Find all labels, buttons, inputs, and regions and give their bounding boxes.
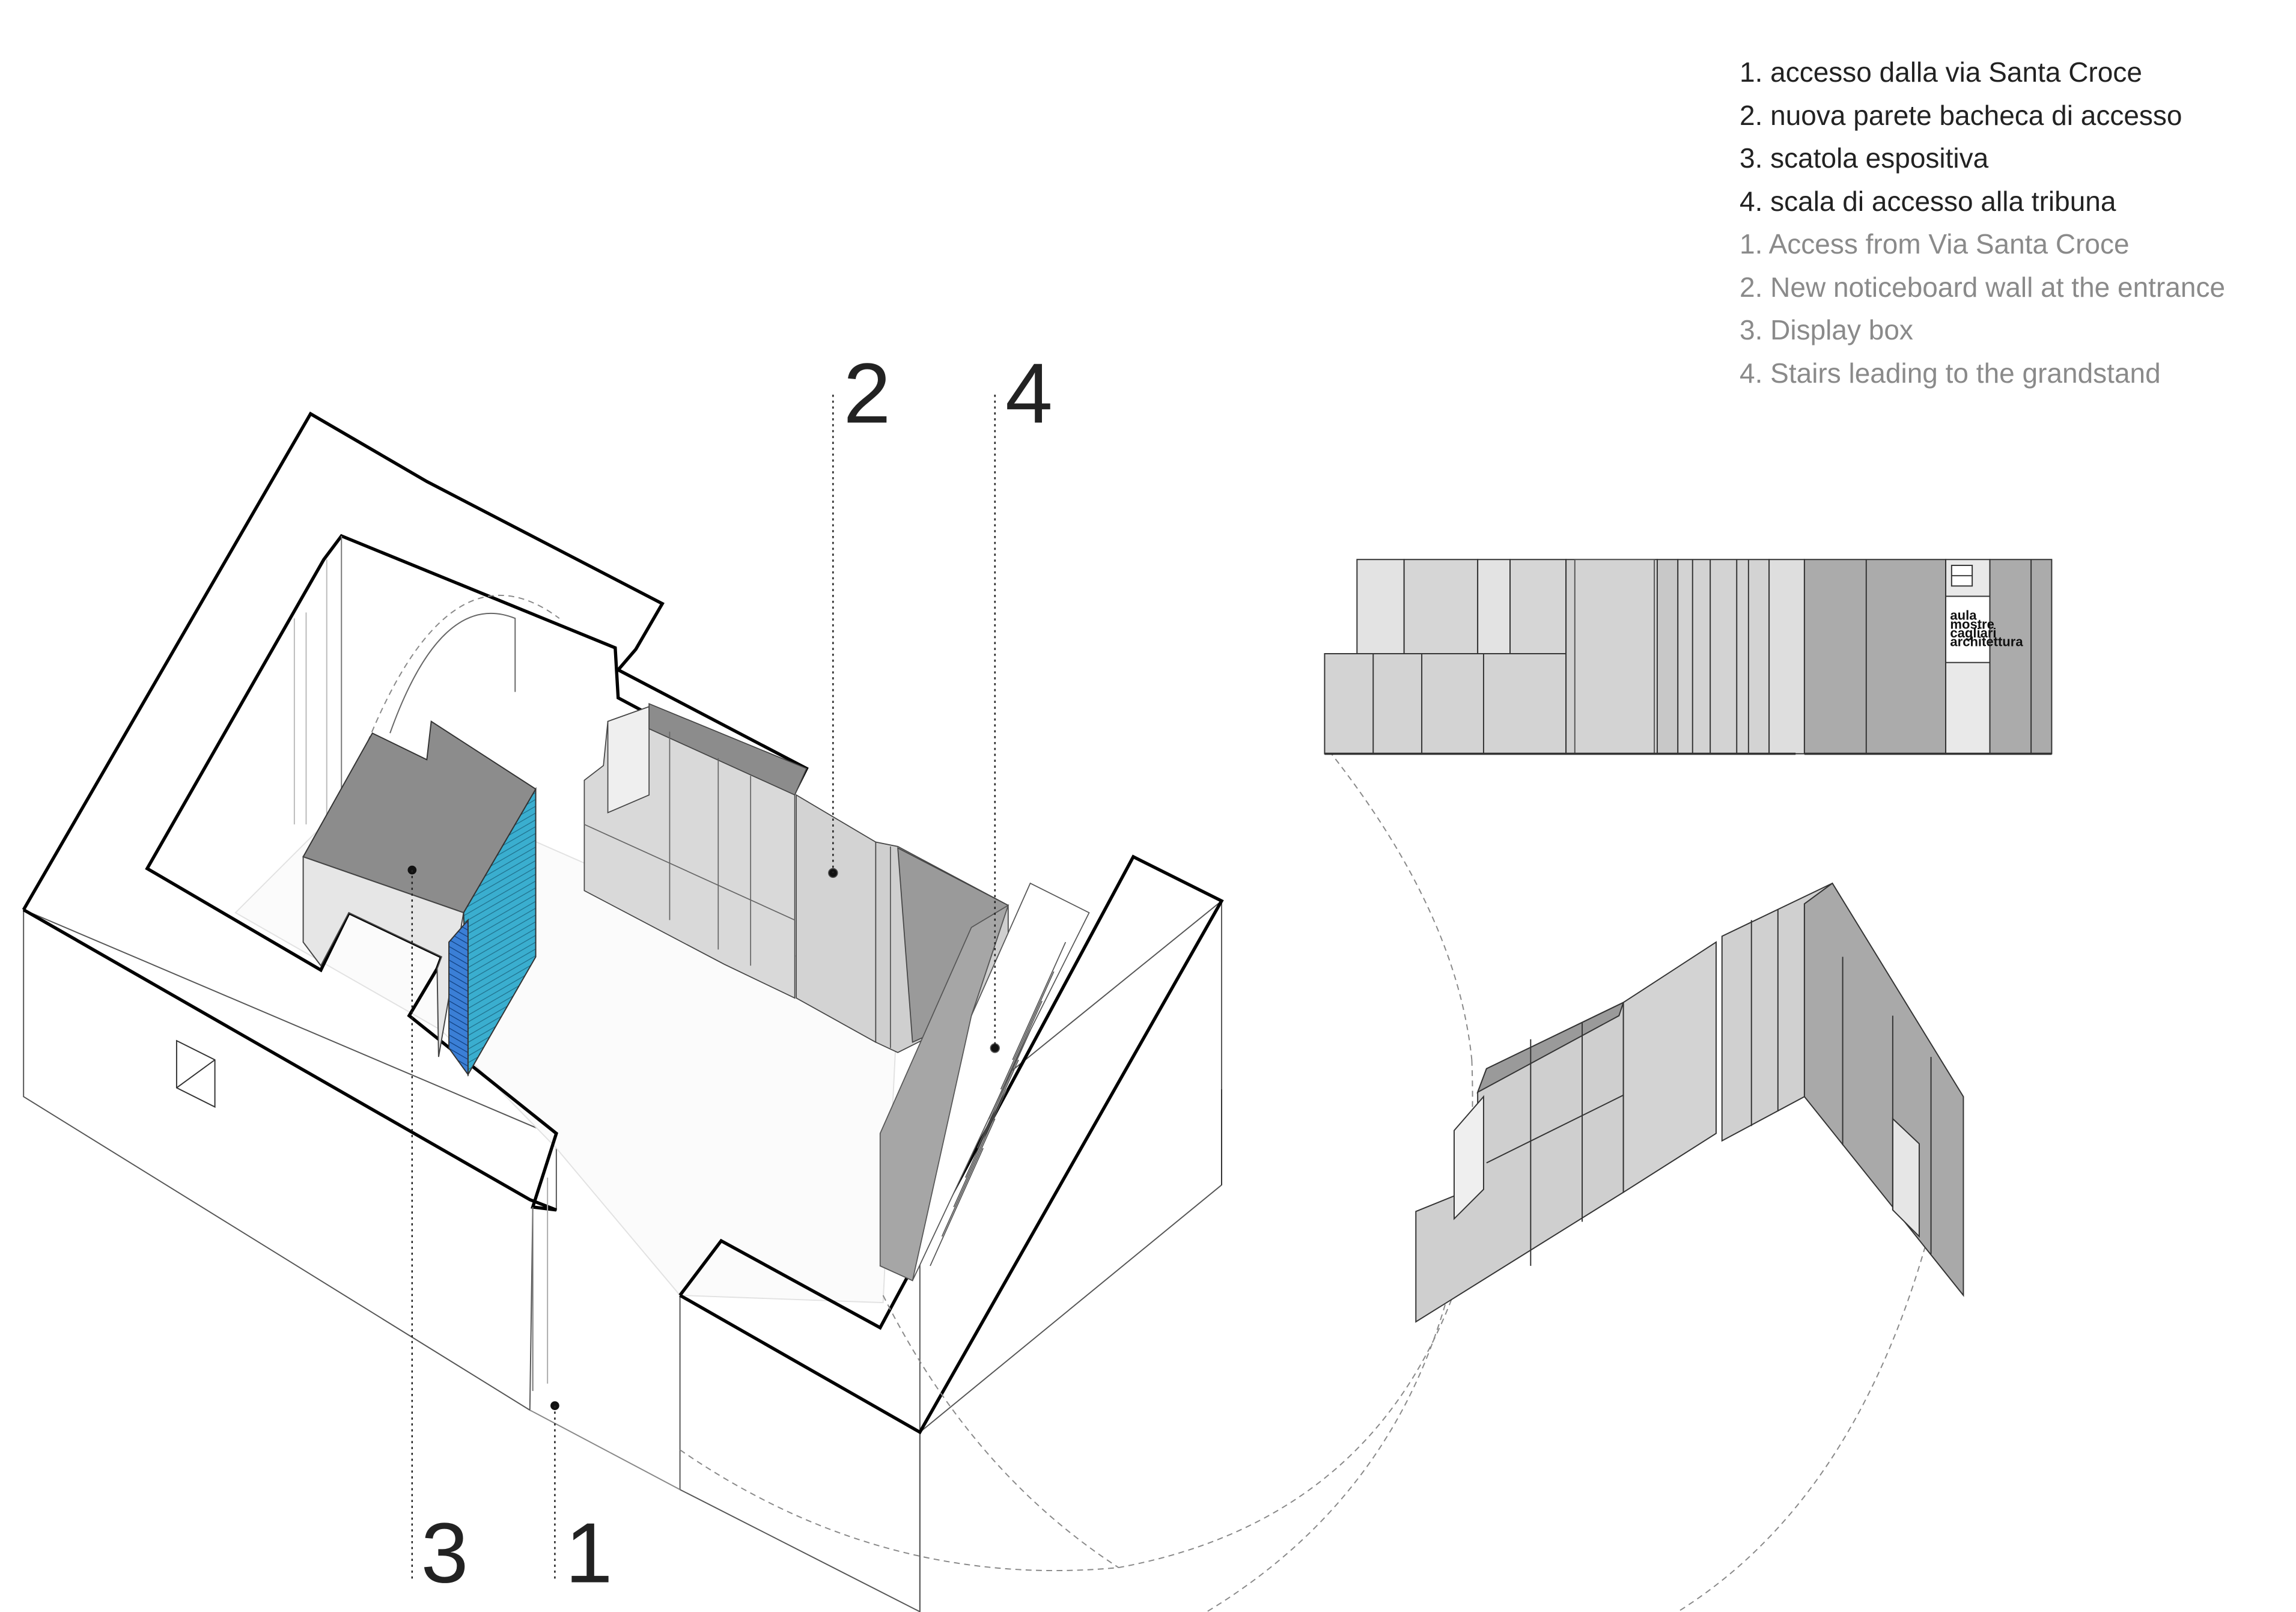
legend-item-en-3: 3. Display box [1740,314,1913,345]
elev-upper-light [1356,559,1405,654]
callout-1: 1 [565,1506,613,1601]
display-box [302,720,537,1077]
callout-leaders [411,394,996,1583]
legend-item-en-1: 1. Access from Via Santa Croce [1740,228,2130,260]
sign-line-2: mostre [1950,616,1994,631]
callout-3: 3 [421,1506,469,1601]
elev-lower-left [1324,653,1567,755]
display-box-side-blue-dark [448,918,469,1077]
noticeboard-axo-detail [1415,882,1964,1323]
axo-door-leaf [1453,1095,1484,1220]
legend-item-it-3: 3. scatola espositiva [1740,142,1989,174]
sign-line-1: aula [1950,608,1977,623]
stair-side-wall [879,904,1009,1282]
wall-top-outline [22,412,809,1212]
noticeboard-elevation [1324,559,2053,755]
noticeboard-door [796,794,877,1044]
axo-door [1622,941,1717,1194]
legend-item-it-4: 4. scala di accesso alla tribuna [1740,185,2116,217]
legend-item-en-2: 2. New noticeboard wall at the entrance [1740,271,2226,303]
elev-dark-panel [1803,559,1947,755]
sign-line-4: architettura [1950,634,2023,649]
axo-left-panel [1415,1001,1624,1323]
stairs [879,882,1090,1282]
callout-2: 2 [843,345,891,441]
front-right-wall-face [679,1294,921,1612]
axo-right-panel [1803,882,1964,1297]
legend-item-it-2: 2. nuova parete bacheca di accesso [1740,99,2182,131]
sign-line-3: cagliari [1950,625,1996,640]
callout-4: 4 [1005,345,1053,441]
legend-item-it-1: 1. accesso dalla via Santa Croce [1740,56,2142,88]
building [22,412,1224,1612]
legend-item-en-4: 4. Stairs leading to the grandstand [1740,357,2161,389]
noticeboard-door-leaf [607,705,650,814]
legend: 1. accesso dalla via Santa Croce 2. nuov… [1740,51,2225,395]
noticeboard-roof-strip [648,702,808,796]
